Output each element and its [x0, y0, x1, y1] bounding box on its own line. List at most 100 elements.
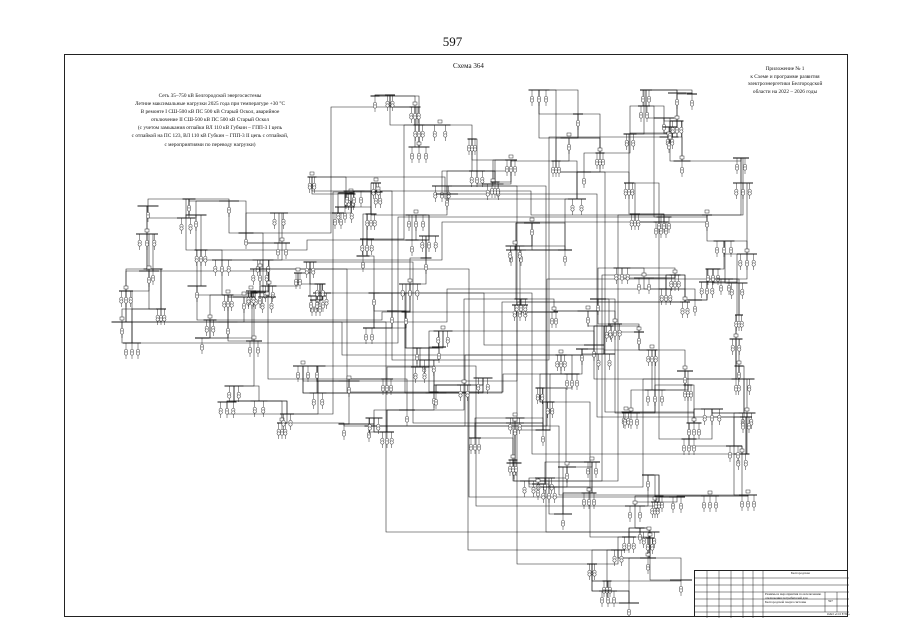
trunk-line	[584, 171, 626, 413]
transformer-winding	[369, 222, 373, 227]
transformer-winding	[612, 558, 617, 563]
transformer-winding	[414, 223, 418, 228]
line-segment	[515, 223, 533, 247]
transformer-winding	[552, 495, 557, 500]
line-segment	[440, 124, 473, 139]
transformer-winding	[373, 104, 377, 109]
switch-symbol	[691, 417, 697, 422]
switch-symbol	[241, 291, 247, 296]
transformer-winding	[679, 588, 683, 593]
switch-symbol	[413, 209, 419, 214]
transformer-winding	[530, 98, 534, 103]
transformer-winding	[306, 374, 310, 379]
transformer-winding	[545, 410, 550, 415]
line-segment	[196, 286, 228, 296]
line-segment	[318, 381, 350, 394]
transformer-winding	[631, 545, 636, 550]
line-segment	[492, 159, 511, 184]
switch-symbol	[279, 237, 285, 242]
transformer-winding	[390, 103, 395, 108]
transformer-winding	[747, 425, 751, 430]
trunk-line	[429, 136, 669, 361]
transformer-winding	[646, 398, 650, 403]
transformer-winding	[404, 320, 408, 325]
trunk-line	[549, 378, 736, 488]
transformer-winding	[565, 382, 569, 387]
line-segment	[153, 268, 162, 309]
transformer-winding	[536, 486, 541, 491]
transformer-winding	[729, 291, 734, 296]
transformer-winding	[600, 599, 604, 604]
trunk-line	[644, 105, 664, 218]
transformer-winding	[646, 483, 650, 488]
line-segment	[576, 171, 584, 199]
line-segment	[588, 310, 616, 324]
transformer-winding	[512, 313, 517, 318]
line-segment	[548, 487, 563, 515]
transformer-winding	[594, 470, 598, 475]
transformer-winding	[370, 336, 374, 341]
transformer-winding	[136, 351, 140, 356]
switch-symbol	[597, 147, 603, 152]
switch-symbol	[647, 532, 653, 537]
transformer-winding	[679, 505, 683, 510]
transformer-winding	[227, 209, 231, 214]
line-segment	[344, 418, 375, 425]
transformer-winding	[580, 357, 584, 362]
transformer-winding	[477, 446, 481, 451]
transformer-winding	[708, 504, 712, 509]
trunk-line	[310, 261, 515, 424]
transformer-winding	[740, 503, 744, 508]
transformer-winding	[421, 223, 425, 228]
line-segment	[387, 378, 408, 410]
transformer-winding	[606, 599, 610, 604]
transformer-winding	[311, 270, 316, 275]
transformer-winding	[147, 279, 151, 284]
transformer-winding	[151, 277, 155, 282]
transformer-winding	[410, 155, 414, 160]
line-segment	[723, 241, 747, 255]
transformer-winding	[152, 242, 157, 247]
line-segment	[652, 349, 686, 371]
trunk-line	[201, 239, 412, 251]
line-segment	[724, 240, 748, 254]
transformer-winding	[705, 290, 709, 295]
transformer-winding	[315, 292, 320, 297]
transformer-winding	[633, 222, 637, 227]
transformer-winding	[162, 317, 167, 322]
line-segment	[598, 298, 610, 326]
transformer-winding	[227, 394, 232, 399]
line-segment	[464, 378, 484, 386]
transformer-winding	[469, 179, 474, 184]
line-segment	[366, 213, 371, 239]
line-segment	[515, 223, 533, 247]
line-segment	[189, 198, 230, 201]
line-segment	[561, 349, 583, 356]
title-block-grid	[695, 571, 849, 618]
line-segment	[148, 271, 161, 310]
line-segment	[405, 283, 410, 312]
transformer-winding	[619, 558, 624, 563]
transformer-winding	[627, 611, 631, 616]
transformer-winding	[575, 382, 579, 387]
line-segment	[195, 215, 201, 251]
transformer-winding	[473, 147, 477, 152]
line-segment	[428, 360, 436, 394]
transformer-winding	[269, 305, 274, 310]
switch-symbol	[704, 209, 710, 214]
line-segment	[375, 95, 420, 125]
transformer-winding	[509, 258, 513, 263]
trunk-line	[149, 270, 387, 380]
appendix-line: к Схеме и программе развития	[750, 73, 820, 80]
transformer-winding	[431, 368, 436, 373]
transformer-winding	[137, 242, 142, 247]
transformer-winding	[722, 249, 726, 254]
transformer-winding	[664, 230, 668, 235]
transformer-winding	[587, 572, 592, 577]
line-segment	[375, 95, 416, 107]
transformer-winding	[659, 297, 664, 302]
transformer-winding	[699, 290, 704, 295]
switch-symbol	[300, 360, 306, 365]
transformer-winding	[627, 191, 631, 196]
line-segment	[512, 417, 515, 460]
